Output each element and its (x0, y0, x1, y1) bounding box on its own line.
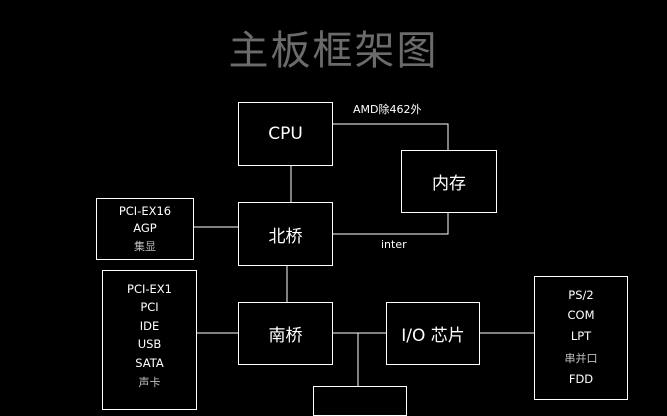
memory-node: 内存 (401, 150, 497, 213)
expansion-item: SATA (135, 355, 164, 370)
legacy-box: PS/2 COM LPT 串并口 FDD (534, 276, 628, 400)
expansion-item: IDE (139, 318, 160, 333)
expansion-item: 声卡 (138, 376, 161, 390)
southbridge-node: 南桥 (238, 302, 333, 365)
expansion-box: PCI-EX1 PCI IDE USB SATA 声卡 (102, 270, 197, 410)
expansion-item: PCI (140, 300, 159, 315)
legacy-item: FDD (568, 372, 594, 387)
legacy-item: LPT (570, 328, 592, 343)
graphics-box: PCI-EX16 AGP 集显 (96, 198, 194, 260)
northbridge-node: 北桥 (238, 202, 333, 266)
expansion-item: USB (137, 337, 162, 352)
connector-lines (194, 123, 534, 386)
graphics-item: 集显 (134, 240, 156, 253)
edge-cpu-memory (333, 123, 449, 150)
io-chip-node: I/O 芯片 (386, 302, 480, 365)
memory-label: 内存 (432, 174, 466, 194)
cpu-label: CPU (268, 124, 303, 144)
cpu-node: CPU (238, 102, 333, 166)
northbridge-label: 北桥 (268, 226, 303, 247)
southbridge-label: 南桥 (268, 326, 303, 346)
bottom-node (313, 386, 407, 416)
legacy-item: 串并口 (564, 351, 598, 365)
io-chip-label: I/O 芯片 (401, 326, 465, 346)
diagram-title: 主板框架图 (228, 28, 439, 74)
graphics-item: AGP (133, 221, 157, 235)
legacy-item: PS/2 (568, 287, 594, 302)
inter-edge-label: inter (381, 238, 407, 251)
graphics-item: PCI-EX16 (118, 204, 172, 218)
legacy-item: COM (567, 308, 595, 323)
edge-northbridge-memory (333, 213, 449, 235)
expansion-item: PCI-EX1 (127, 281, 172, 296)
amd-edge-label: AMD除462外 (353, 103, 422, 116)
